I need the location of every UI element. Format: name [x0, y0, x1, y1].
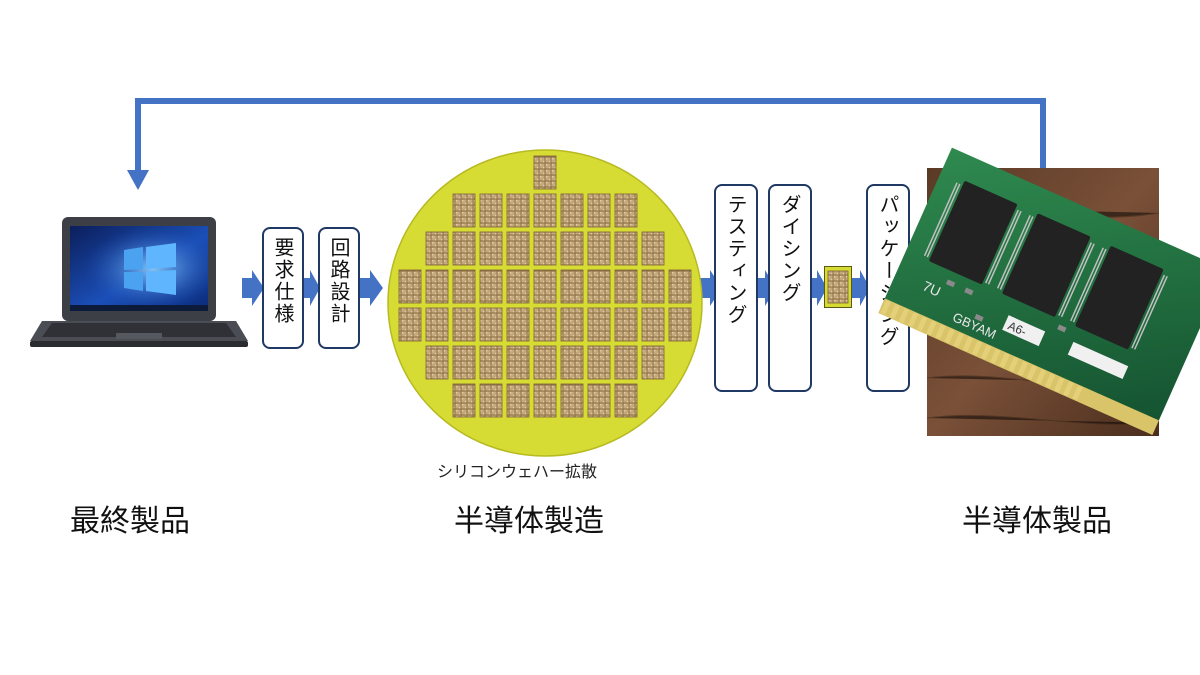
wafer-die	[614, 193, 638, 228]
wafer-die	[533, 383, 557, 418]
wafer-die	[533, 193, 557, 228]
wafer-die	[587, 383, 611, 418]
spec-label: 要求仕様	[271, 237, 295, 325]
wafer-die	[533, 269, 557, 304]
arrow-wafer-to-testing	[700, 270, 722, 306]
wafer-die	[533, 307, 557, 342]
wafer-die	[506, 307, 530, 342]
arrow-die-to-packaging	[852, 270, 870, 306]
wafer-die	[506, 231, 530, 266]
dicing-label: ダイシング	[778, 194, 802, 304]
arrow-design-to-wafer	[358, 270, 383, 306]
wafer-die	[587, 307, 611, 342]
arrow-testing-to-dicing	[757, 270, 776, 306]
design-label: 回路設計	[327, 237, 351, 325]
wafer-die	[560, 383, 584, 418]
spec-box: 要求仕様	[262, 227, 304, 349]
wafer-die	[479, 345, 503, 380]
wafer-die	[398, 307, 422, 342]
wafer-die	[560, 307, 584, 342]
dicing-box: ダイシング	[768, 184, 812, 392]
wafer-die	[452, 231, 476, 266]
wafer-die	[452, 269, 476, 304]
wafer-die	[641, 345, 665, 380]
wafer-die	[560, 231, 584, 266]
ram-module-image: 7U GBYAM A6-	[878, 147, 1200, 436]
wafer-die	[533, 155, 557, 190]
wafer-die	[479, 307, 503, 342]
diced-die	[824, 266, 852, 308]
wafer-die	[452, 345, 476, 380]
wafer-die	[641, 269, 665, 304]
arrow-spec-to-design	[302, 270, 320, 306]
wafer-die	[533, 231, 557, 266]
wafer-die	[587, 345, 611, 380]
wafer-die	[452, 307, 476, 342]
wafer-die	[587, 269, 611, 304]
wafer-die	[560, 269, 584, 304]
wafer-die	[614, 383, 638, 418]
wafer-die	[452, 383, 476, 418]
ram-label-3: A6-	[1006, 319, 1029, 339]
testing-box: テスティング	[714, 184, 758, 392]
wafer-die	[452, 193, 476, 228]
silicon-wafer	[387, 149, 703, 457]
wafer-die	[479, 383, 503, 418]
wafer-die	[587, 193, 611, 228]
wafer-die	[425, 269, 449, 304]
wafer-die	[506, 269, 530, 304]
final-product-caption: 最終製品	[70, 504, 190, 539]
wafer-die	[641, 307, 665, 342]
wafer-die	[425, 307, 449, 342]
wafer-die	[668, 307, 692, 342]
wafer-caption: シリコンウェハー拡散	[437, 462, 598, 481]
wafer-die	[506, 383, 530, 418]
arrow-dicing-to-die	[809, 270, 827, 306]
wafer-die	[506, 345, 530, 380]
testing-label: テスティング	[724, 194, 748, 326]
wafer-die	[668, 269, 692, 304]
wafer-die	[479, 193, 503, 228]
semi-product-caption: 半導体製品	[962, 504, 1112, 539]
wafer-die	[533, 345, 557, 380]
wafer-die	[560, 345, 584, 380]
wafer-die	[614, 269, 638, 304]
wafer-die	[479, 231, 503, 266]
semi-manufacturing-caption: 半導体製造	[454, 504, 604, 539]
wafer-die	[479, 269, 503, 304]
design-box: 回路設計	[318, 227, 360, 349]
wafer-die	[614, 307, 638, 342]
wafer-die	[398, 269, 422, 304]
wafer-die	[425, 345, 449, 380]
wafer-die	[641, 231, 665, 266]
wafer-die	[560, 193, 584, 228]
wafer-die	[506, 193, 530, 228]
laptop-icon	[30, 217, 248, 347]
wafer-die	[614, 345, 638, 380]
wafer-die	[587, 231, 611, 266]
packaging-label: パッケージング	[876, 194, 900, 348]
wafer-die	[425, 231, 449, 266]
arrow-laptop-to-spec	[242, 270, 264, 306]
ram-label-1: 7U	[920, 278, 943, 300]
wafer-die	[614, 231, 638, 266]
